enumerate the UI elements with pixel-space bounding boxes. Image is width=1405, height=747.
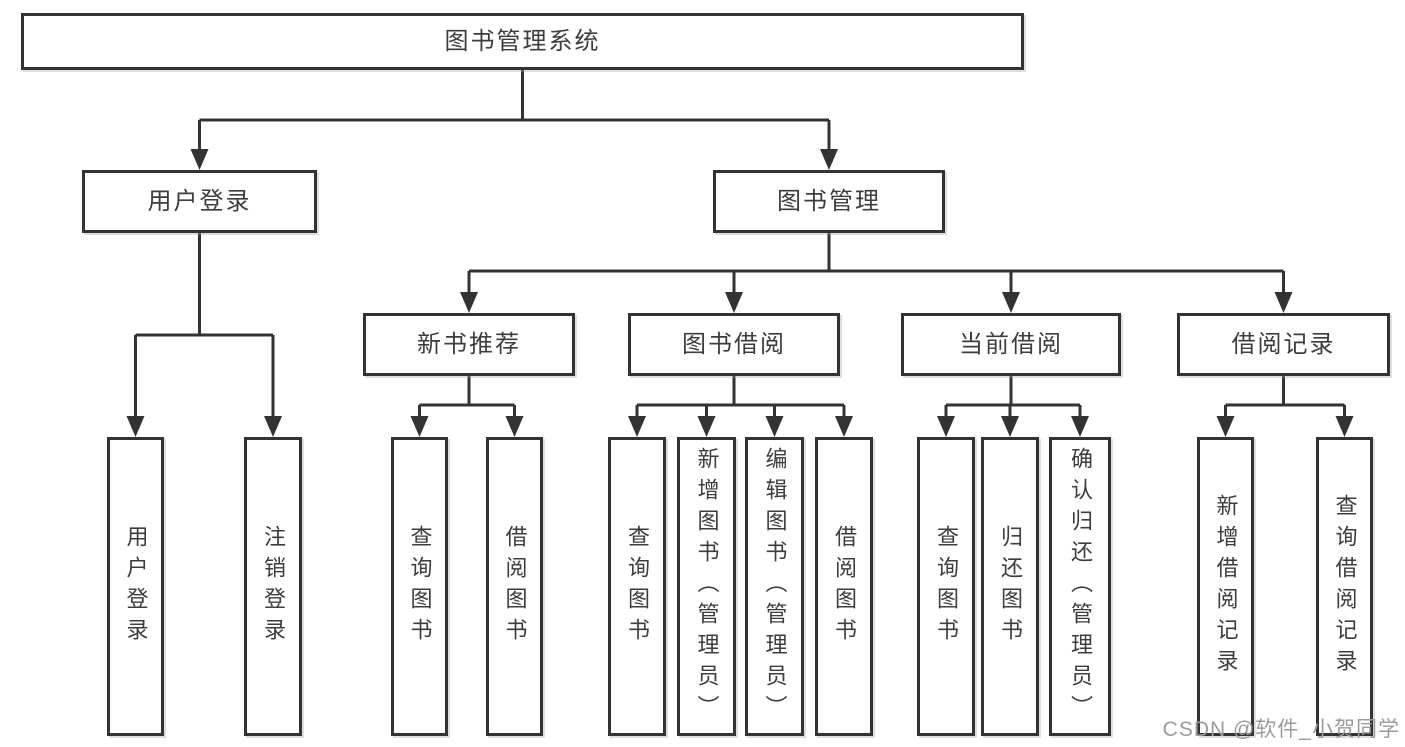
node-label: 用户登录: [147, 187, 252, 215]
node-borrow-records: 借阅记录: [1177, 313, 1390, 376]
node-root: 图书管理系统: [21, 13, 1024, 70]
leaf-label: 查询图书: [625, 524, 650, 649]
connector-borrow-records-to-leaves: [1216, 376, 1354, 437]
leaf-label: 注销登录: [261, 524, 286, 649]
arrowhead: [460, 292, 478, 313]
arrowhead: [1001, 416, 1019, 437]
node-book-borrow: 图书借阅: [628, 313, 840, 376]
arrowhead: [697, 416, 716, 437]
node-label: 借阅记录: [1231, 330, 1336, 358]
leaf-label: 借阅图书: [832, 524, 857, 649]
arrowhead: [835, 416, 853, 437]
arrowhead: [410, 416, 429, 437]
connector-root-to-level1: [190, 70, 838, 170]
node-label: 当前借阅: [959, 330, 1063, 358]
leaf-add-book-admin: 新增图书（管理员）: [677, 437, 736, 736]
node-user-login: 用户登录: [82, 170, 317, 233]
leaf-label: 编辑图书（管理员）: [762, 447, 788, 726]
leaf-borrow-books-2: 借阅图书: [815, 437, 873, 736]
connector-book-borrow-to-leaves: [628, 376, 853, 437]
leaf-search-books-1: 查询图书: [391, 437, 448, 736]
node-book-management: 图书管理: [713, 170, 945, 233]
leaf-label: 新增借阅记录: [1213, 493, 1239, 680]
leaf-add-borrow-record: 新增借阅记录: [1197, 437, 1254, 736]
leaf-label: 新增图书（管理员）: [694, 447, 720, 726]
node-label: 图书管理: [777, 187, 881, 215]
connector-new-book-recommend-to-leaves: [410, 376, 524, 437]
arrowhead: [820, 149, 838, 170]
arrowhead: [628, 416, 646, 437]
arrowhead: [264, 416, 282, 437]
leaf-label: 用户登录: [123, 524, 149, 649]
node-label: 图书管理系统: [444, 27, 601, 55]
leaf-label: 借阅图书: [502, 524, 528, 649]
leaf-search-books-2: 查询图书: [608, 437, 666, 736]
node-label: 图书借阅: [682, 330, 786, 358]
leaf-label: 查询借阅记录: [1332, 493, 1358, 680]
connector-current-borrow-to-leaves: [937, 376, 1089, 437]
arrowhead: [765, 416, 784, 437]
arrowhead: [1002, 292, 1020, 313]
leaf-label: 查询图书: [934, 524, 959, 649]
leaf-edit-book-admin: 编辑图书（管理员）: [745, 437, 804, 736]
arrowhead: [725, 292, 743, 313]
arrowhead: [126, 416, 145, 437]
leaf-label: 确认归还（管理员）: [1068, 447, 1093, 726]
arrowhead: [1071, 416, 1089, 437]
leaf-return-books: 归还图书: [981, 437, 1039, 736]
leaf-confirm-return-admin: 确认归还（管理员）: [1049, 437, 1111, 736]
leaf-label: 查询图书: [407, 524, 433, 649]
arrowhead: [1274, 292, 1293, 313]
leaf-logout-login: 注销登录: [244, 437, 302, 736]
leaf-search-borrow-record: 查询借阅记录: [1316, 437, 1373, 736]
connector-user-login-to-leaves: [126, 233, 282, 437]
connector-book-management-to-level2: [460, 233, 1293, 313]
arrowhead: [190, 149, 209, 170]
leaf-search-books-3: 查询图书: [917, 437, 975, 736]
arrowhead: [1335, 416, 1354, 437]
leaf-label: 归还图书: [998, 524, 1023, 649]
leaf-borrow-books-1: 借阅图书: [486, 437, 543, 736]
watermark-text: CSDN @软件_小贺同学: [1162, 718, 1400, 741]
arrowhead: [1216, 416, 1235, 437]
node-label: 新书推荐: [417, 330, 521, 358]
arrowhead: [505, 416, 524, 437]
leaf-user-login: 用户登录: [107, 437, 164, 736]
node-new-book-recommend: 新书推荐: [363, 313, 575, 376]
arrowhead: [937, 416, 955, 437]
node-current-borrow: 当前借阅: [901, 313, 1121, 376]
